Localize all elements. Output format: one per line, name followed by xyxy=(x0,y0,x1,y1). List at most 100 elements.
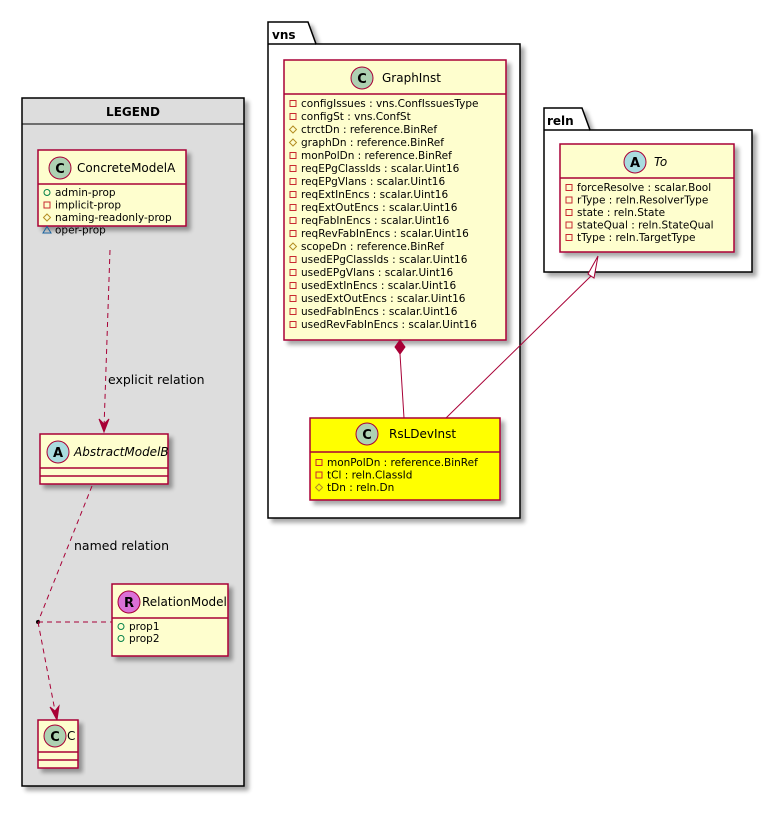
attribute-text: admin-prop xyxy=(55,187,116,199)
class-name: ConcreteModelA xyxy=(77,161,176,175)
package-visibility-icon xyxy=(42,225,52,234)
abstract-stereotype-icon xyxy=(623,150,647,174)
protected-visibility-icon xyxy=(288,138,298,147)
attribute-text: reqExtOutEncs : scalar.Uint16 xyxy=(301,202,458,214)
stereotype-letter: R xyxy=(124,596,134,611)
stereotype-letter: C xyxy=(362,428,372,443)
private-visibility-icon xyxy=(289,217,297,224)
attribute-text: oper-prop xyxy=(55,225,106,237)
protected-visibility-icon xyxy=(42,213,52,222)
protected-visibility-icon xyxy=(288,125,298,134)
attribute-text: stateQual : reln.StateQual xyxy=(577,220,714,232)
attr-list: admin-propimplicit-propnaming-readonly-p… xyxy=(42,187,172,237)
class-stereotype-icon xyxy=(43,724,67,748)
class-stereotype-icon xyxy=(48,156,72,180)
class-stereotype-icon xyxy=(350,66,374,90)
attribute-text: implicit-prop xyxy=(55,200,121,212)
class-graph-inst[interactable]: C GraphInst configIssues : vns.ConfIssue… xyxy=(283,59,507,341)
private-visibility-icon xyxy=(289,282,297,289)
relation-stereotype-icon xyxy=(117,590,141,614)
attribute-text: reqRevFabInEncs : scalar.Uint16 xyxy=(301,228,469,240)
private-visibility-icon xyxy=(289,191,297,198)
private-visibility-icon xyxy=(565,196,573,204)
private-visibility-icon xyxy=(289,230,297,237)
private-visibility-icon xyxy=(315,459,323,466)
protected-visibility-icon xyxy=(314,483,324,492)
attribute-text: tCl : reln.ClassId xyxy=(327,470,412,482)
class-name: C xyxy=(67,729,75,743)
private-visibility-icon xyxy=(289,308,297,315)
named-relation-label: named relation xyxy=(74,538,169,553)
private-visibility-icon xyxy=(289,256,297,263)
attribute-text: usedRevFabInEncs : scalar.Uint16 xyxy=(301,319,477,331)
named-relation-arrow: named relation xyxy=(36,485,169,722)
attribute-text: tDn : reln.Dn xyxy=(327,482,394,494)
attribute-text: tType : reln.TargetType xyxy=(577,232,696,244)
private-visibility-icon xyxy=(565,184,573,191)
private-visibility-icon xyxy=(315,471,323,479)
class-rs-l-dev-inst[interactable]: C RsLDevInst monPolDn : reference.BinRef… xyxy=(309,417,501,501)
attribute-text: reqExtInEncs : scalar.Uint16 xyxy=(301,189,448,201)
attr-list: configIssues : vns.ConfIssuesTypeconfigS… xyxy=(288,98,479,331)
attribute-text: naming-readonly-prop xyxy=(55,212,172,224)
private-visibility-icon xyxy=(43,201,51,209)
private-visibility-icon xyxy=(565,209,573,216)
class-concrete-model-a[interactable]: C ConcreteModelA admin-propimplicit-prop… xyxy=(37,149,187,240)
stereotype-letter: C xyxy=(55,162,65,177)
attribute-text: graphDn : reference.BinRef xyxy=(301,137,444,149)
class-c[interactable]: C C xyxy=(37,719,79,769)
class-name: AbstractModelB xyxy=(73,445,169,459)
class-name: To xyxy=(654,155,667,169)
public-visibility-icon xyxy=(117,623,125,630)
explicit-relation-arrow: explicit relation xyxy=(98,249,205,434)
stereotype-letter: A xyxy=(630,156,640,171)
package-name: vns xyxy=(272,28,296,42)
attribute-text: ctrctDn : reference.BinRef xyxy=(301,124,437,136)
class-stereotype-icon xyxy=(355,422,379,446)
attribute-text: reqEPgVlans : scalar.Uint16 xyxy=(301,176,445,188)
stereotype-letter: A xyxy=(53,446,63,461)
attribute-text: usedEPgVlans : scalar.Uint16 xyxy=(301,267,454,279)
attribute-text: usedExtInEncs : scalar.Uint16 xyxy=(301,280,456,292)
private-visibility-icon xyxy=(289,113,297,120)
composition-diamond xyxy=(394,339,406,355)
private-visibility-icon xyxy=(289,295,297,302)
public-visibility-icon xyxy=(117,635,125,642)
attribute-text: usedExtOutEncs : scalar.Uint16 xyxy=(301,293,466,305)
private-visibility-icon xyxy=(565,221,573,229)
stereotype-letter: C xyxy=(357,72,367,87)
private-visibility-icon xyxy=(289,269,297,276)
class-name: RsLDevInst xyxy=(389,427,456,441)
private-visibility-icon xyxy=(289,152,297,159)
attribute-text: forceResolve : scalar.Bool xyxy=(577,182,711,194)
attribute-text: configIssues : vns.ConfIssuesType xyxy=(301,98,479,110)
attribute-text: rType : reln.ResolverType xyxy=(577,195,708,207)
inheritance-triangle xyxy=(587,255,599,279)
package-name: reln xyxy=(547,114,574,128)
attribute-text: configSt : vns.ConfSt xyxy=(301,111,411,123)
attribute-text: state : reln.State xyxy=(577,207,665,219)
class-name: GraphInst xyxy=(382,71,441,85)
class-abstract-model-b[interactable]: A AbstractModelB xyxy=(39,433,169,485)
attribute-text: monPolDn : reference.BinRef xyxy=(327,457,478,469)
attribute-text: prop2 xyxy=(129,633,160,645)
attribute-text: usedEPgClassIds : scalar.Uint16 xyxy=(301,254,468,266)
private-visibility-icon xyxy=(565,234,573,241)
attribute-text: monPolDn : reference.BinRef xyxy=(301,150,452,162)
private-visibility-icon xyxy=(289,178,297,185)
private-visibility-icon xyxy=(289,321,297,328)
class-name: RelationModel xyxy=(142,595,227,609)
explicit-relation-label: explicit relation xyxy=(108,372,205,387)
stereotype-letter: C xyxy=(50,730,60,745)
protected-visibility-icon xyxy=(288,242,298,251)
private-visibility-icon xyxy=(289,165,297,172)
composition-link xyxy=(394,339,406,419)
private-visibility-icon xyxy=(289,204,297,211)
attribute-text: usedFabInEncs : scalar.Uint16 xyxy=(301,306,458,318)
generalization-link xyxy=(445,255,599,419)
